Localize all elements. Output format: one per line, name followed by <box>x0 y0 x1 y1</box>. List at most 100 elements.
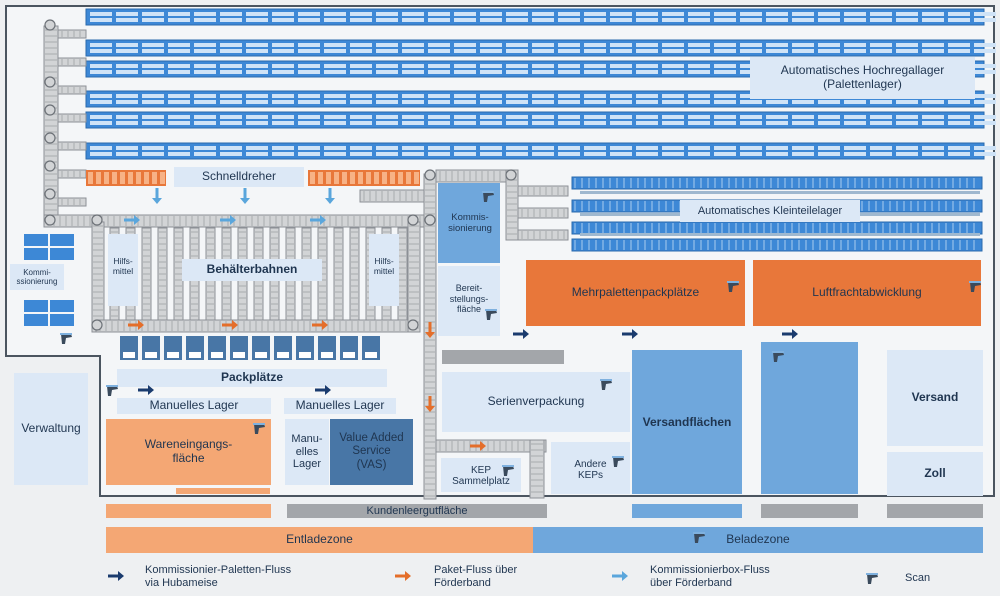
rack-cell <box>324 94 346 98</box>
rack-cell <box>636 64 658 68</box>
rack-cell <box>610 94 632 98</box>
beladezone-label: Beladezone <box>726 532 790 547</box>
rack-cell <box>792 18 814 22</box>
arrow-orange-icon <box>470 441 486 451</box>
hilfsmittel-right <box>369 234 399 306</box>
rack-cell <box>90 152 112 156</box>
conveyor-turntable <box>44 214 56 226</box>
wareneingangsflaeche <box>106 419 271 485</box>
rack-cell <box>870 100 892 104</box>
rack-cell <box>688 49 710 53</box>
rack-cell <box>324 12 346 16</box>
rack-cell <box>376 49 398 53</box>
arrow-dark-icon <box>513 329 529 339</box>
rack-cell <box>220 43 242 47</box>
rack-cell <box>636 43 658 47</box>
rack-cell <box>220 100 242 104</box>
kleinteile-aisle <box>580 191 980 194</box>
rack-cell <box>974 115 996 119</box>
rack-cell <box>974 18 996 22</box>
rack-cell <box>896 121 918 125</box>
scan-icon-beam <box>485 309 497 311</box>
rack-cell <box>870 18 892 22</box>
rack-cell <box>376 43 398 47</box>
dock-strip-orange <box>106 504 271 518</box>
scan-icon <box>693 532 705 543</box>
rack-cell <box>298 70 320 74</box>
rack-cell <box>844 12 866 16</box>
schnelldreher-cell <box>152 172 157 184</box>
scan-icon <box>253 423 265 434</box>
kleinteilelager-label: Automatisches Kleinteilelager <box>680 200 860 222</box>
rack-cell <box>298 152 320 156</box>
arrow-orange-icon <box>425 396 435 412</box>
rack-cell <box>324 70 346 74</box>
rack-cell <box>714 115 736 119</box>
rack-cell <box>688 115 710 119</box>
rack-cell <box>116 152 138 156</box>
rack-cell <box>298 94 320 98</box>
rack-cell <box>922 43 944 47</box>
rack-cell <box>740 152 762 156</box>
rack-cell <box>376 94 398 98</box>
bereitstellungsflaeche <box>438 266 500 336</box>
rack-cell <box>818 49 840 53</box>
rack-cell <box>142 49 164 53</box>
rack-cell <box>532 115 554 119</box>
rack-cell <box>272 18 294 22</box>
rack-cell <box>220 70 242 74</box>
rack-cell <box>766 43 788 47</box>
manuelles-lager-2 <box>284 398 396 414</box>
rack-cell <box>142 94 164 98</box>
bereitstellungsflaeche-label: Bereit- stellungs- fläche <box>449 283 489 315</box>
entladezone-label: Entladezone <box>286 532 353 547</box>
arrow-light-icon <box>325 188 335 204</box>
rack-cell <box>532 49 554 53</box>
rack-cell <box>636 100 658 104</box>
rack-cell <box>948 146 970 150</box>
grey-zone <box>442 350 564 364</box>
rack-cell <box>532 70 554 74</box>
rack-cell <box>974 94 996 98</box>
rack-cell <box>246 64 268 68</box>
schnelldreher-cell <box>136 172 141 184</box>
rack-cell <box>116 70 138 74</box>
rack-cell <box>714 43 736 47</box>
rack-cell <box>610 12 632 16</box>
rack-cell <box>220 49 242 53</box>
rack-cell <box>610 146 632 150</box>
rack-cell <box>480 43 502 47</box>
rack-cell <box>688 152 710 156</box>
rack-cell <box>272 43 294 47</box>
rack-cell <box>376 64 398 68</box>
rack-cell <box>298 43 320 47</box>
zoll-label: Zoll <box>924 466 946 481</box>
rack-cell <box>714 18 736 22</box>
rack-cell <box>766 121 788 125</box>
serienverpackung-label: Serienverpackung <box>487 394 585 409</box>
rack-cell <box>532 152 554 156</box>
schnelldreher-cell <box>326 172 331 184</box>
rack-cell <box>324 115 346 119</box>
rack-cell <box>662 49 684 53</box>
rack-cell <box>974 49 996 53</box>
rack-cell <box>766 152 788 156</box>
arrow-orange-icon <box>128 320 144 330</box>
rack-cell <box>636 115 658 119</box>
rack-cell <box>350 70 372 74</box>
rack-cell <box>454 121 476 125</box>
rack-cell <box>454 152 476 156</box>
rack-cell <box>610 100 632 104</box>
rack-cell <box>298 18 320 22</box>
rack-cell <box>220 64 242 68</box>
rack-cell <box>662 94 684 98</box>
arrow-dark-icon <box>622 329 638 339</box>
arrow-head <box>425 332 435 338</box>
rack-cell <box>402 146 424 150</box>
rack-cell <box>142 146 164 150</box>
rack-cell <box>428 70 450 74</box>
rack-cell <box>688 100 710 104</box>
rack-cell <box>246 100 268 104</box>
mehrpalettenpackplaetze-label: Mehrpalettenpackplätze <box>571 285 700 300</box>
rack-cell <box>584 18 606 22</box>
